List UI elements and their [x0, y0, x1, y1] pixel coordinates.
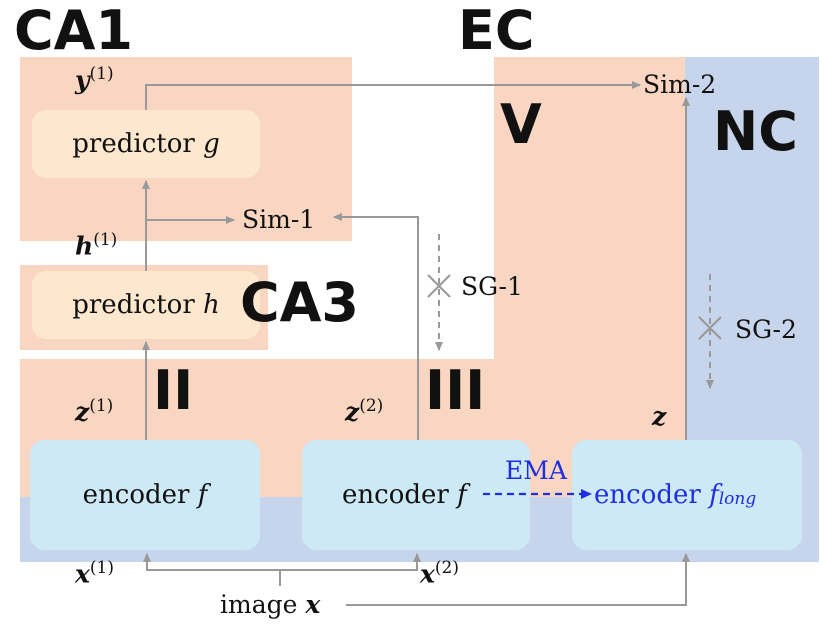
- sim1-node: Sim-1: [242, 205, 316, 234]
- encoder-long-label: encoder: [594, 480, 701, 510]
- encoder-2-label: encoder: [342, 480, 449, 510]
- arrow-z2-to-sim1: [333, 213, 419, 440]
- x1-label: x(1): [75, 558, 114, 589]
- x2-symbol: x: [420, 559, 435, 589]
- arrow-image-to-x2: [280, 553, 421, 571]
- h1-symbol: h: [75, 231, 94, 261]
- z-symbol: z: [652, 402, 667, 431]
- x1-sup: (1): [89, 558, 114, 578]
- arrow-y1-to-sim2: [145, 81, 641, 110]
- y1-label: y(1): [75, 64, 114, 95]
- predictor-g-box: predictor g: [32, 110, 260, 178]
- encoder-f-box-1: encoder f: [30, 440, 260, 550]
- sg1-cross-icon: [427, 274, 451, 298]
- predictor-g-var: g: [203, 129, 220, 159]
- z-label: z: [652, 404, 666, 429]
- iii-heading: III: [425, 359, 486, 422]
- h1-sup: (1): [93, 230, 118, 250]
- x2-sup: (2): [434, 558, 459, 578]
- x1-symbol: x: [75, 559, 90, 589]
- encoder-1-var: f: [197, 480, 208, 510]
- encoder-2-var: f: [457, 480, 467, 510]
- image-text: image: [220, 590, 298, 619]
- ema-label: EMA: [505, 456, 567, 485]
- z2-label: z(2): [345, 396, 384, 427]
- encoder-long-var: f: [709, 480, 719, 510]
- predictor-h-var: h: [203, 290, 220, 320]
- z1-sup: (1): [89, 396, 114, 416]
- sg2-cross-icon: [698, 316, 722, 340]
- ca1-heading: CA1: [14, 0, 133, 62]
- image-var: x: [305, 590, 321, 619]
- x2-label: x(2): [420, 558, 459, 589]
- image-label: image x: [220, 592, 320, 617]
- encoder-f-box-2: encoder f: [302, 440, 530, 550]
- h1-label: h(1): [75, 230, 118, 261]
- sg1-label: SG-1: [461, 272, 523, 301]
- predictor-g-label: predictor: [72, 129, 195, 159]
- predictor-h-label: predictor: [72, 290, 195, 320]
- nc-heading: NC: [713, 100, 798, 163]
- z2-sup: (2): [359, 396, 384, 416]
- z2-symbol: z: [345, 397, 360, 427]
- ii-heading: II: [153, 359, 194, 422]
- z1-label: z(1): [75, 396, 114, 427]
- ec-heading: EC: [458, 0, 535, 62]
- predictor-h-box: predictor h: [32, 271, 260, 339]
- y1-sup: (1): [89, 64, 114, 84]
- arrow-image-to-flong: [346, 553, 690, 606]
- encoder-1-label: encoder: [82, 480, 190, 510]
- sg2-label: SG-2: [735, 315, 797, 344]
- sim2-node: Sim-2: [643, 70, 717, 99]
- v-heading: V: [500, 93, 542, 156]
- arrow-image-to-x1: [143, 553, 281, 586]
- encoder-long-sub: long: [718, 489, 757, 509]
- z1-symbol: z: [75, 397, 90, 427]
- ca3-heading: CA3: [240, 271, 359, 334]
- y1-symbol: y: [75, 65, 90, 95]
